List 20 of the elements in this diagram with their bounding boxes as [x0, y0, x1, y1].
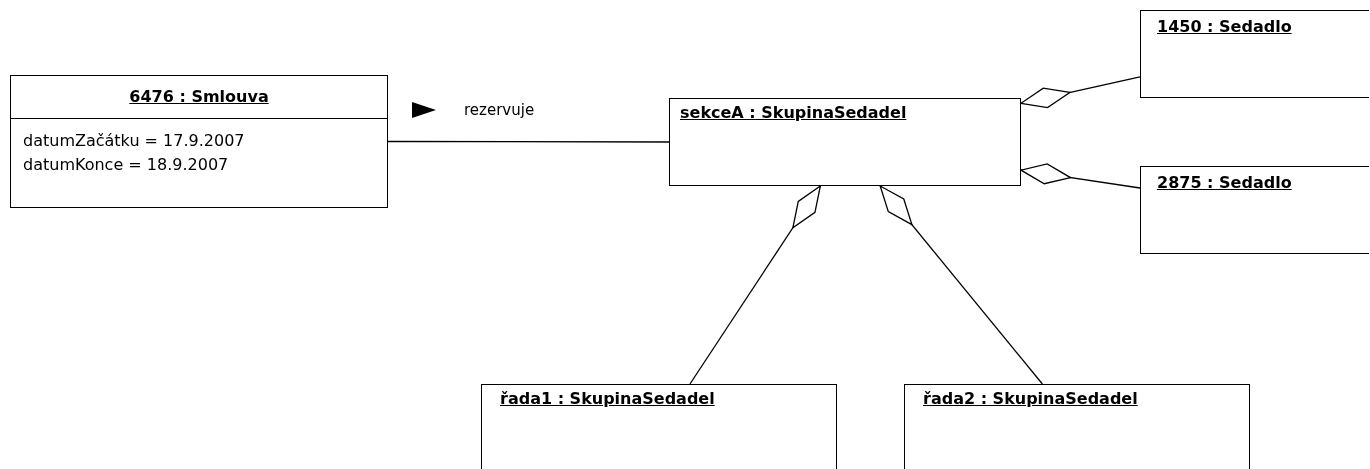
object-name: sekceA : SkupinaSedadel: [680, 103, 907, 122]
attribute-text: datumKonce = 18.9.2007: [23, 154, 230, 176]
object-box: [1140, 166, 1369, 254]
aggregation-line: [1020, 163, 1141, 189]
object-name: 6476 : Smlouva: [129, 86, 269, 108]
object-name: řada2 : SkupinaSedadel: [923, 389, 1138, 408]
attribute-text: datumZačátku = 17.9.2007: [23, 130, 246, 152]
object-name: 2875 : Sedadlo: [1157, 173, 1292, 192]
object-name: řada1 : SkupinaSedadel: [500, 389, 715, 408]
object-box: [669, 98, 1021, 186]
object-box: [481, 384, 837, 469]
aggregation-line: [879, 185, 1044, 385]
object-box: [1140, 10, 1369, 98]
association-line: [387, 140, 670, 143]
object-name: 1450 : Sedadlo: [1157, 17, 1292, 36]
object-box: [10, 75, 388, 208]
edge-label: rezervuje: [464, 100, 535, 120]
object-box: [904, 384, 1250, 469]
aggregation-line: [689, 185, 821, 385]
aggregation-line: [1020, 76, 1141, 109]
